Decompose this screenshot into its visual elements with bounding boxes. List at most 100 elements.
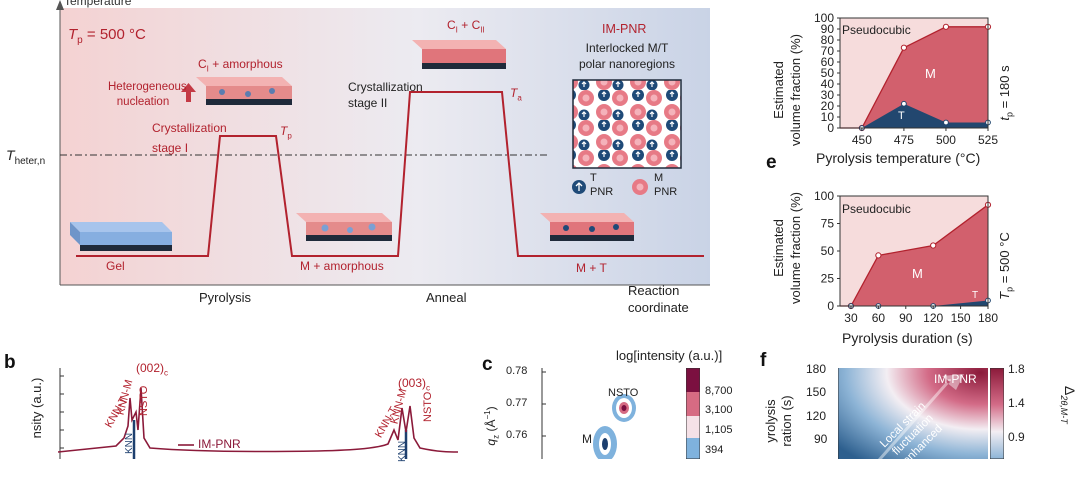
ci-amorphous-label: CI + amorphous	[198, 57, 283, 73]
legend-m-pnr: M PNR	[654, 171, 677, 199]
panel-c-letter: c	[482, 354, 493, 375]
heterogeneous-line2: nucleation	[116, 96, 170, 108]
impnr-sub-line1: Interlocked M/T	[585, 41, 669, 55]
y-tick-label: 0	[827, 299, 834, 313]
temperature-profile	[76, 91, 704, 257]
gel-label: Gel	[106, 259, 125, 273]
tp-marker-symbol: T	[280, 124, 288, 138]
film-block-ci-amorphous	[196, 77, 292, 105]
m-data-point	[900, 44, 908, 51]
panel-f-heatmap	[838, 368, 988, 459]
crystallization-stage-1: Crystallization stage I	[152, 118, 227, 158]
panel-d-t-label: T	[898, 110, 905, 122]
y-tick-label: 50	[821, 244, 835, 258]
reaction-line2: coordinate	[628, 300, 689, 315]
y-tick-label: 0	[827, 121, 834, 135]
y-tick-label: 80	[821, 33, 835, 47]
panel-e-ylabel-line1: Estimated	[771, 219, 786, 277]
panel-a-diagram	[56, 0, 710, 286]
cryst2-line2: stage II	[348, 96, 388, 110]
panel-d-pseudocubic: Pseudocubic	[842, 23, 911, 37]
y-tick-label: 30	[821, 88, 835, 102]
panel-f-impnr: IM-PNR	[934, 372, 977, 386]
crystallization-stage-2: Crystallization stage II	[348, 79, 423, 111]
panel-c-ylabel: qz (Å−1)	[483, 391, 500, 461]
panel-d-m-label: M	[925, 66, 936, 81]
panel-b-letter: b	[4, 352, 16, 373]
panel-e-side-sub: p	[1004, 286, 1015, 292]
label-knn-1: KNN	[124, 432, 135, 454]
legend-t-pnr: T PNR	[590, 171, 613, 199]
legend-t-line1: T	[590, 172, 597, 184]
x-tick-label: 150	[951, 311, 971, 325]
ta-marker-sub: a	[517, 93, 522, 103]
y-tick-label: 10	[821, 110, 835, 124]
x-label-reaction: Reaction coordinate	[628, 282, 689, 316]
panel-e-xlabel: Pyrolysis duration (s)	[842, 330, 973, 346]
panel-c-ytick-0: 0.78	[506, 365, 528, 377]
t-pnr-legend-icon	[572, 180, 586, 194]
panel-f-ytick-0: 180	[806, 362, 827, 376]
x-tick-label: 90	[899, 311, 913, 325]
label-003: (003)c	[398, 376, 430, 392]
cryst2-line1: Crystallization	[348, 80, 423, 94]
legend-t-line2: PNR	[590, 186, 614, 198]
panel-c-m: M	[582, 432, 592, 446]
m-amorphous-label: M + amorphous	[300, 259, 384, 273]
panel-c-ylabel-unit: (Å	[484, 419, 498, 435]
ci-c: C	[198, 57, 207, 71]
theter-subscript: heter,n	[14, 155, 46, 167]
y-tick-label: 100	[814, 11, 834, 25]
panel-f-colorbar	[990, 368, 1004, 459]
cicii-mid: + C	[457, 18, 481, 32]
x-label-pyrolysis: Pyrolysis	[199, 290, 252, 305]
panel-c-cbar-title: log[intensity (a.u.)]	[616, 348, 723, 363]
x-tick-label: 475	[894, 133, 914, 147]
panel-f-ytick-2: 120	[806, 409, 827, 423]
panel-c-nsto: NSTO	[608, 387, 639, 399]
panel-c-ytick-1: 0.77	[506, 397, 528, 409]
panel-d-xlabel: Pyrolysis temperature (°C)	[816, 150, 981, 166]
label-knn-2: KNN	[397, 440, 408, 462]
panel-d-ylabel-line1: Estimated	[771, 61, 786, 119]
x-tick-label: 30	[844, 311, 858, 325]
y-tick-label: 70	[821, 44, 835, 58]
panel-b-legend: IM-PNR	[198, 437, 241, 451]
label-003-text: (003)	[398, 376, 427, 390]
y-tick-label: 20	[821, 99, 835, 113]
panel-f-ylabel: yrolysis ration (s)	[763, 381, 797, 461]
t-data-point	[943, 119, 949, 126]
tp-marker-sub: p	[287, 131, 292, 141]
panel-e-letter: e	[766, 152, 777, 173]
panel-d-side-value: = 180 s	[997, 65, 1012, 112]
panel-c-ylabel-q: q	[484, 438, 498, 446]
panel-c-ylabel-exp: −1	[483, 410, 492, 420]
film-block-m-amorphous	[296, 213, 392, 241]
temperature-axis-label: Temperature	[64, 0, 132, 8]
nucleation-arrow-icon	[181, 83, 196, 102]
cicii-s2: II	[480, 25, 485, 35]
panel-c-colorbar	[686, 368, 700, 459]
x-label-anneal: Anneal	[426, 290, 467, 305]
y-axis-arrow	[56, 0, 64, 10]
panel-e-side-label: Tp = 500 °C	[997, 216, 1015, 316]
tp-condition: Tp = 500 °C	[68, 26, 146, 46]
m-data-point	[930, 242, 937, 249]
nsto-spot	[612, 394, 636, 422]
t-area	[840, 103, 988, 128]
cicii-s1: I	[455, 25, 458, 35]
reaction-line1: Reaction	[628, 283, 680, 298]
heterogeneous-label: Heterogeneous nucleation	[108, 80, 187, 110]
y-tick-label: 75	[821, 217, 835, 231]
panel-d-side-sub: p	[1004, 112, 1015, 118]
impnr-sub-line2: polar nanoregions	[578, 57, 676, 71]
x-tick-label: 180	[978, 311, 998, 325]
panel-e-t-label: T	[972, 290, 979, 301]
panel-c-cbar-tick-0: 8,700	[705, 385, 733, 397]
panel-c-ytick-2: 0.76	[506, 429, 528, 441]
legend-m-line1: M	[654, 172, 664, 184]
panel-c-map	[541, 368, 636, 459]
panel-c-cbar-tick-1: 3,100	[705, 404, 733, 416]
y-tick-label: 40	[821, 77, 835, 91]
